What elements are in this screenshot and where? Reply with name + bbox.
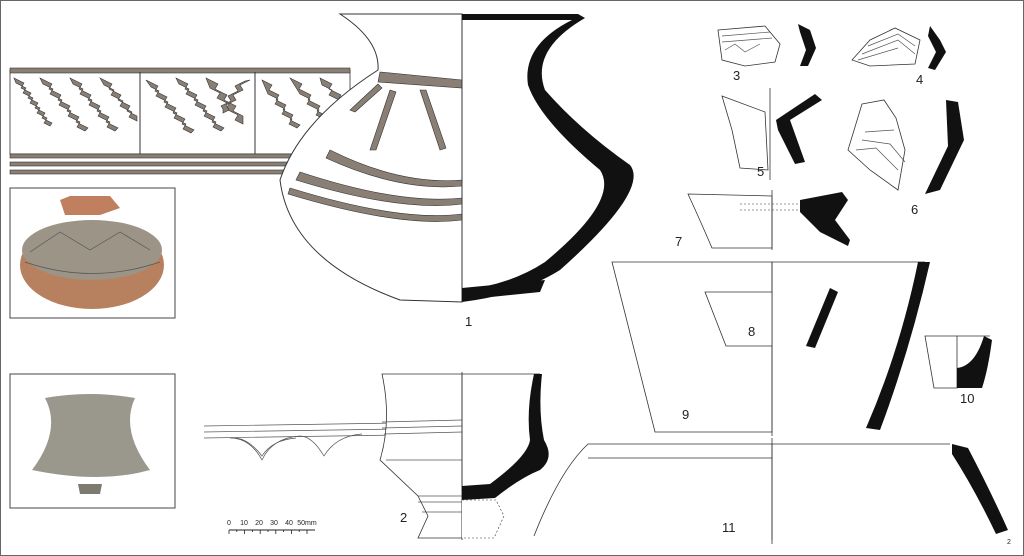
label-9: 9 bbox=[682, 407, 689, 422]
sherd-3 bbox=[717, 24, 816, 67]
label-2: 2 bbox=[400, 510, 407, 525]
sherd-4 bbox=[851, 26, 946, 70]
label-1: 1 bbox=[465, 314, 472, 329]
vessel-10-profile bbox=[924, 335, 992, 389]
scale-tick-30: 30 bbox=[270, 520, 278, 527]
label-11: 11 bbox=[722, 520, 736, 535]
label-4: 4 bbox=[916, 72, 923, 87]
vessel-2-profile bbox=[379, 372, 549, 540]
sherd-5 bbox=[721, 88, 822, 180]
sherd-6 bbox=[847, 99, 964, 194]
vessel-1-profile bbox=[279, 13, 634, 303]
label-10: 10 bbox=[960, 391, 974, 406]
scale-tick-0: 0 bbox=[227, 520, 231, 527]
label-8: 8 bbox=[748, 324, 755, 339]
sherd-7 bbox=[687, 190, 850, 250]
label-2-small: 2 bbox=[1007, 539, 1011, 546]
label-3: 3 bbox=[733, 68, 740, 83]
sherd-8 bbox=[704, 288, 838, 348]
vessel-2-photo bbox=[9, 373, 176, 509]
scale-bar: 0 10 20 30 40 50mm bbox=[227, 520, 317, 534]
scale-tick-40: 40 bbox=[285, 520, 293, 527]
scale-tick-50mm: 50mm bbox=[297, 520, 317, 527]
label-7: 7 bbox=[675, 234, 682, 249]
label-6: 6 bbox=[911, 202, 918, 217]
vessel-1-photo bbox=[9, 187, 176, 319]
vessel-11-profile bbox=[533, 438, 1008, 544]
vessel-9-profile bbox=[611, 261, 930, 436]
scale-tick-10: 10 bbox=[240, 520, 248, 527]
label-5: 5 bbox=[757, 164, 764, 179]
vessel-1-decoration-band bbox=[9, 67, 351, 175]
scale-tick-20: 20 bbox=[255, 520, 263, 527]
